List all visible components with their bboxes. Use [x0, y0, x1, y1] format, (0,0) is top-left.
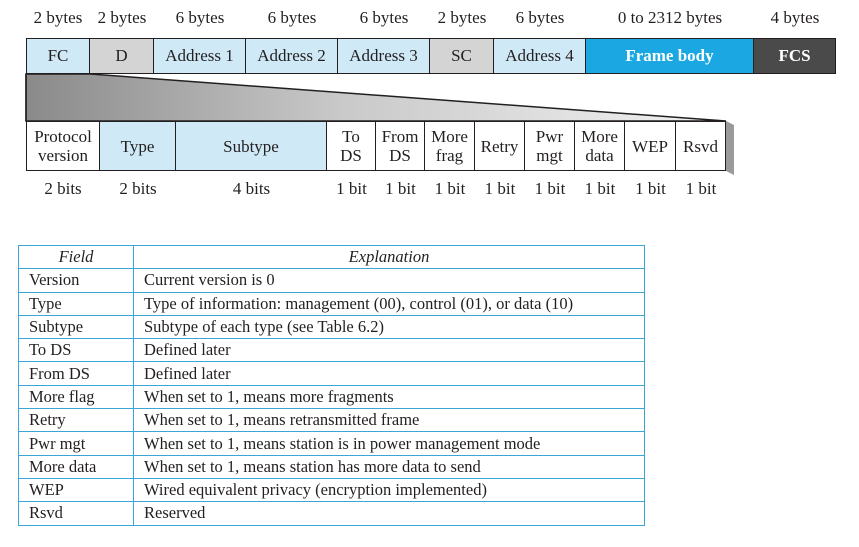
fc-subfield-label: DS	[389, 146, 411, 165]
frame-field-address-4: Address 4	[494, 38, 586, 74]
fc-bit-size-label: 2 bits	[44, 179, 82, 198]
fc-subfield-label: More	[431, 127, 468, 146]
table-cell-field: Type	[18, 291, 134, 316]
fc-subfield-label: Rsvd	[683, 136, 718, 156]
frame-field-address-1: Address 1	[154, 38, 246, 74]
fc-subfield-label: To	[342, 127, 360, 146]
fc-bit-size-label: 1 bit	[685, 179, 717, 198]
frame-size-label: 6 bytes	[175, 8, 225, 27]
fc-subfield-retry: Retry	[475, 121, 525, 171]
funnel-shape	[25, 73, 727, 122]
frame-size-label: 2 bytes	[437, 8, 487, 27]
table-cell-explanation: Wired equivalent privacy (encryption imp…	[133, 477, 645, 503]
frame-field-frame-body: Frame body	[586, 38, 754, 74]
fc-subfield-subtype: Subtype	[176, 121, 327, 171]
fc-bit-size-label: 4 bits	[232, 179, 271, 198]
frame-field-d: D	[90, 38, 154, 74]
frame-field-fc: FC	[26, 38, 90, 74]
table-cell-field: More flag	[18, 384, 134, 410]
fc-subfield-label: Type	[120, 136, 155, 156]
frame-field-sc: SC	[430, 38, 494, 74]
table-cell-field: From DS	[18, 361, 134, 386]
table-cell-explanation: Defined later	[133, 361, 645, 386]
frame-size-label: 6 bytes	[359, 8, 409, 27]
table-header-field: Field	[18, 244, 134, 270]
table-cell-field: More data	[18, 454, 134, 479]
frame-field-fcs: FCS	[754, 38, 836, 74]
table-header-explanation: Explanation	[133, 244, 645, 270]
fc-subfield-label: From	[381, 127, 419, 146]
frame-size-label: 4 bytes	[770, 8, 820, 27]
table-cell-explanation: Defined later	[133, 338, 645, 363]
fc-subfield-label: Protocol	[34, 127, 92, 146]
frame-size-label: 6 bytes	[515, 8, 565, 27]
fc-bit-size-label: 1 bit	[434, 179, 466, 198]
fc-row-shadow	[726, 121, 734, 175]
frame-field-address-2: Address 2	[246, 38, 338, 74]
table-cell-explanation: Subtype of each type (see Table 6.2)	[133, 314, 645, 340]
table-cell-field: Version	[18, 268, 134, 293]
fc-subfield-type: Type	[100, 121, 176, 171]
table-cell-explanation: When set to 1, means retransmitted frame	[133, 408, 645, 433]
fc-bit-size-label: 2 bits	[119, 179, 157, 198]
fc-subfield-wep: WEP	[625, 121, 676, 171]
table-cell-field: WEP	[18, 477, 134, 503]
table-cell-field: Retry	[18, 408, 134, 433]
table-cell-explanation: Current version is 0	[133, 268, 645, 293]
fc-subfield-label: Retry	[480, 136, 519, 156]
fc-bit-size-label: 1 bit	[385, 179, 416, 198]
fc-subfield-label: WEP	[632, 136, 668, 156]
fc-subfield-label: DS	[340, 146, 362, 165]
frame-size-label: 0 to 2312 bytes	[617, 8, 723, 27]
fc-subfield-label: Pwr	[535, 127, 564, 146]
fc-subfield-label: data	[585, 146, 614, 165]
fc-bit-size-label: 1 bit	[534, 179, 566, 198]
fc-subfield-label: mgt	[536, 146, 563, 165]
table-cell-explanation: When set to 1, means station has more da…	[133, 454, 645, 479]
frame-size-label: 6 bytes	[267, 8, 317, 27]
table-cell-field: To DS	[18, 338, 134, 363]
fc-subfield-label: frag	[435, 146, 464, 165]
fc-bit-size-label: 1 bit	[484, 179, 516, 198]
fc-subfield-label: version	[37, 146, 89, 165]
frame-field-address-3: Address 3	[338, 38, 430, 74]
fc-bit-size-label: 1 bit	[336, 179, 367, 198]
table-cell-field: Rsvd	[18, 501, 134, 526]
fc-subfield-label: Subtype	[223, 136, 279, 156]
table-header-row: Field Explanation	[18, 244, 645, 270]
fc-subfield-label: More	[581, 127, 618, 146]
table-cell-field: Pwr mgt	[18, 431, 134, 456]
frame-size-label: 2 bytes	[33, 8, 83, 27]
table-cell-explanation: Reserved	[133, 501, 645, 526]
fc-bit-size-label: 1 bit	[584, 179, 616, 198]
table-cell-explanation: When set to 1, means station is in power…	[133, 431, 645, 456]
frame-size-label: 2 bytes	[97, 8, 147, 27]
table-cell-explanation: Type of information: management (00), co…	[133, 291, 645, 316]
fc-bit-size-label: 1 bit	[635, 179, 666, 198]
table-cell-explanation: When set to 1, means more fragments	[133, 384, 645, 410]
table-cell-field: Subtype	[18, 314, 134, 340]
fc-subfield-rsvd: Rsvd	[676, 121, 726, 171]
